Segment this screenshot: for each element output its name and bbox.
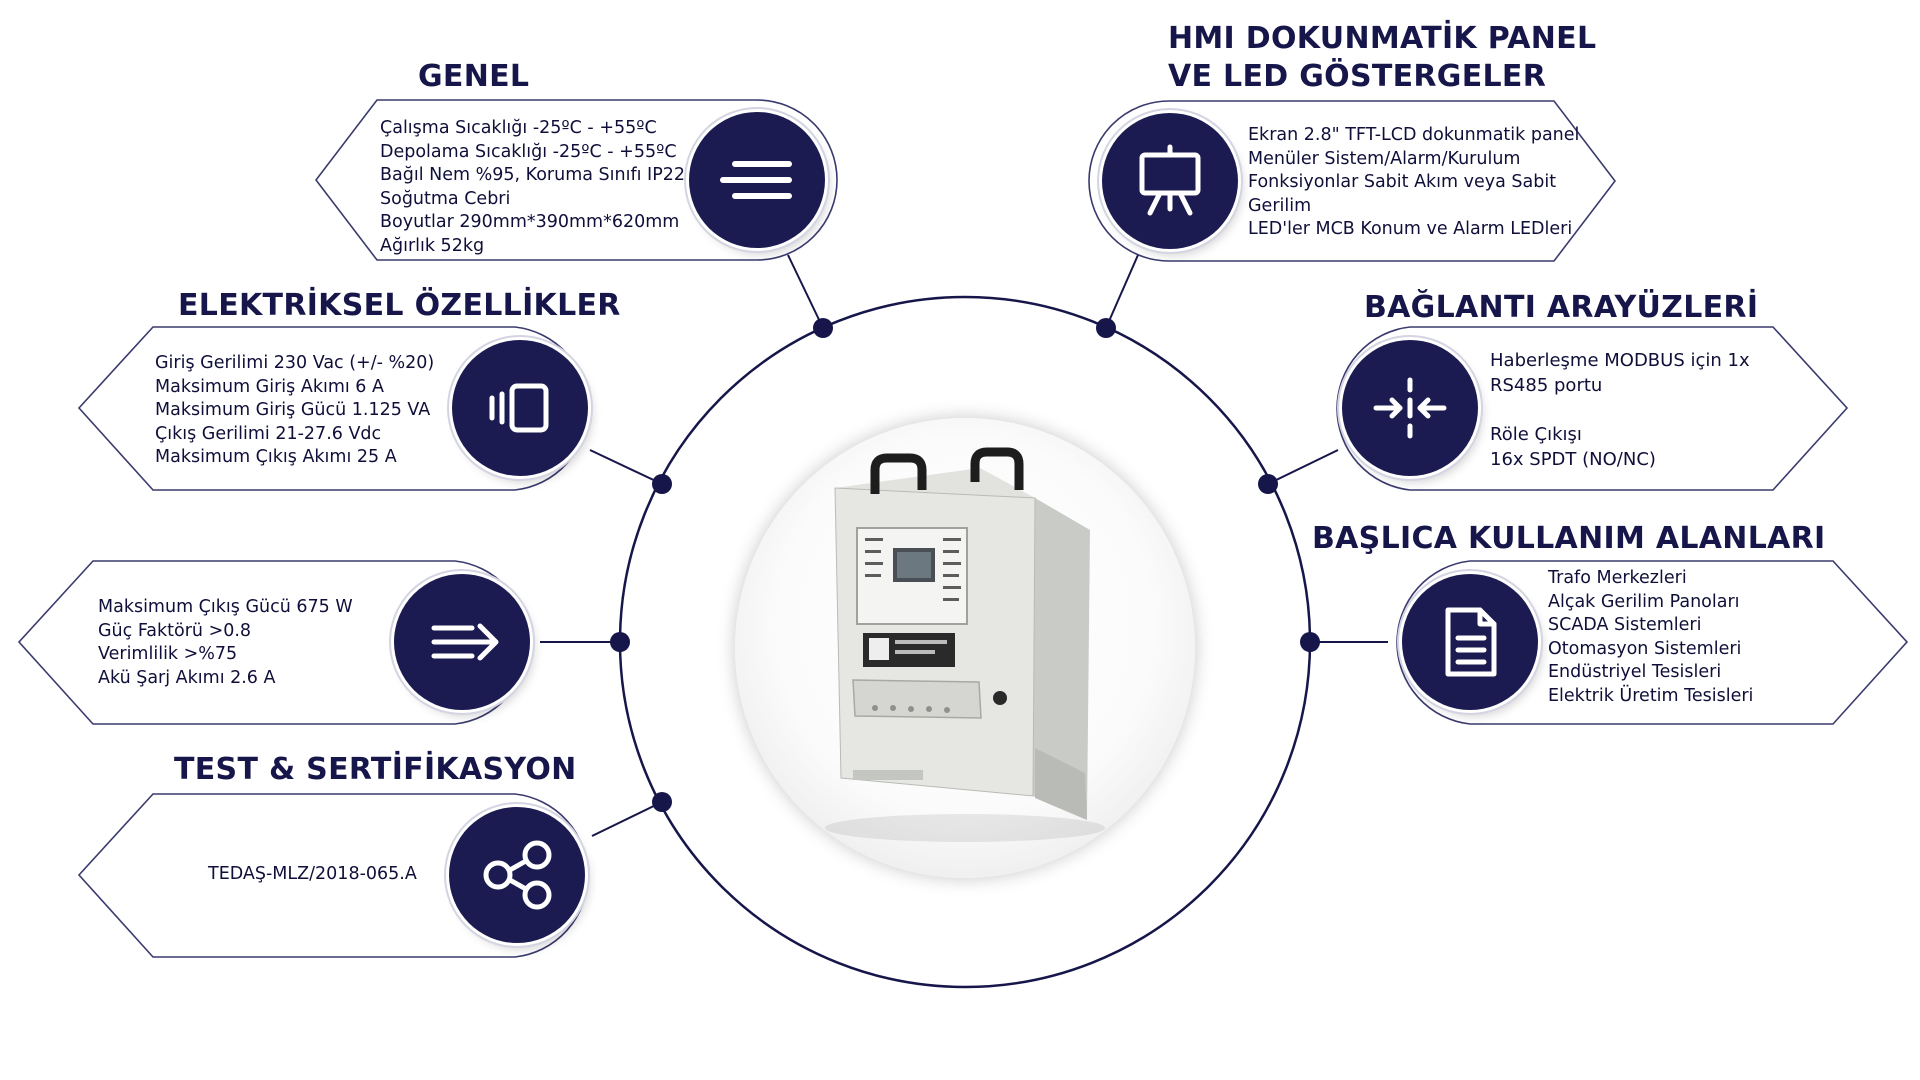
spec-line: Boyutlar 290mm*390mm*620mm bbox=[380, 212, 680, 232]
spec-line: Depolama Sıcaklığı -25ºC - +55ºC bbox=[380, 141, 677, 162]
node-cikis bbox=[610, 632, 630, 652]
badge-hmi bbox=[1102, 113, 1238, 249]
spec-line: Güç Faktörü >0.8 bbox=[98, 620, 252, 641]
spec-line: Elektrik Üretim Tesisleri bbox=[1548, 685, 1754, 706]
test-spec-list: TEDAŞ-MLZ/2018-065.A bbox=[208, 863, 417, 887]
node-elektriksel bbox=[652, 474, 672, 494]
heading-line: VE LED GÖSTERGELER bbox=[1168, 59, 1547, 94]
spec-line: Ekran 2.8" TFT-LCD dokunmatik panel bbox=[1248, 125, 1580, 145]
heading-baglanti: BAĞLANTI ARAYÜZLERİ bbox=[1364, 289, 1758, 327]
spec-line: SCADA Sistemleri bbox=[1548, 615, 1702, 635]
share-nodes-icon bbox=[483, 840, 552, 910]
spec-line: Bağıl Nem %95, Koruma Sınıfı IP22 bbox=[380, 165, 686, 185]
badge-baglanti bbox=[1342, 340, 1478, 476]
spec-line: LED'ler MCB Konum ve Alarm LEDleri bbox=[1248, 219, 1573, 239]
device-vibrate-icon bbox=[489, 383, 549, 433]
badge-test bbox=[449, 807, 585, 943]
node-test bbox=[652, 792, 672, 812]
wire-genel bbox=[787, 254, 824, 329]
heading-line: BAĞLANTI ARAYÜZLERİ bbox=[1364, 290, 1759, 325]
badge-cikis bbox=[394, 574, 530, 710]
spec-line: Maksimum Giriş Akımı 6 A bbox=[155, 376, 384, 397]
node-baglanti bbox=[1258, 474, 1278, 494]
elektriksel-spec-list: Giriş Gerilimi 230 Vac (+/- %20) Maksimu… bbox=[155, 352, 434, 470]
node-hmi bbox=[1096, 318, 1116, 338]
presentation-board-icon bbox=[1139, 144, 1201, 216]
wire-test bbox=[591, 801, 663, 837]
heading-test: TEST & SERTİFİKASYON bbox=[174, 751, 577, 789]
spec-line: Akü Şarj Akımı 2.6 A bbox=[98, 667, 276, 688]
spec-line: Röle Çıkışı bbox=[1490, 424, 1582, 445]
node-genel bbox=[813, 318, 833, 338]
lines-arrow-right-icon bbox=[431, 623, 499, 661]
wire-hmi bbox=[1105, 254, 1139, 329]
badge-genel bbox=[689, 112, 825, 248]
card-test: TEDAŞ-MLZ/2018-065.A bbox=[77, 793, 598, 958]
spec-line-spacer bbox=[1490, 398, 1750, 422]
hmi-spec-list: Ekran 2.8" TFT-LCD dokunmatik panel Menü… bbox=[1248, 124, 1579, 242]
spec-line: Endüstriyel Tesisleri bbox=[1548, 662, 1722, 682]
spec-line: RS485 portu bbox=[1490, 375, 1603, 396]
heading-line: HMI DOKUNMATİK PANEL bbox=[1168, 21, 1597, 56]
spec-line: Alçak Gerilim Panoları bbox=[1548, 591, 1740, 612]
spec-line: Ağırlık 52kg bbox=[380, 235, 485, 256]
spec-line: Çıkış Gerilimi 21-27.6 Vdc bbox=[155, 423, 382, 444]
wire-elektriksel bbox=[589, 449, 663, 485]
spec-line: Çalışma Sıcaklığı -25ºC - +55ºC bbox=[380, 118, 657, 138]
spec-line: Soğutma Cebri bbox=[380, 188, 511, 209]
spec-line: Otomasyon Sistemleri bbox=[1548, 638, 1742, 659]
genel-spec-list: Çalışma Sıcaklığı -25ºC - +55ºC Depolama… bbox=[380, 117, 685, 258]
heading-line: ELEKTRİKSEL ÖZELLİKLER bbox=[178, 288, 621, 323]
spec-line: Menüler Sistem/Alarm/Kurulum bbox=[1248, 148, 1521, 169]
badge-elektriksel bbox=[452, 340, 588, 476]
badge-kullanim bbox=[1402, 574, 1538, 710]
spec-line: Maksimum Çıkış Gücü 675 W bbox=[98, 597, 353, 617]
heading-line: BAŞLICA KULLANIM ALANLARI bbox=[1312, 521, 1826, 556]
spec-line: Gerilim bbox=[1248, 195, 1312, 216]
product-photo bbox=[735, 418, 1195, 878]
wire-baglanti bbox=[1267, 449, 1339, 485]
spec-line: Trafo Merkezleri bbox=[1548, 568, 1687, 588]
card-outline bbox=[77, 326, 589, 491]
spec-line: TEDAŞ-MLZ/2018-065.A bbox=[208, 864, 417, 884]
spec-line: Maksimum Giriş Gücü 1.125 VA bbox=[155, 400, 431, 420]
menu-lines-icon bbox=[720, 161, 792, 199]
document-icon bbox=[1445, 607, 1497, 677]
heading-kullanim: BAŞLICA KULLANIM ALANLARI bbox=[1312, 520, 1826, 558]
spec-line: Haberleşme MODBUS için 1x bbox=[1490, 350, 1750, 371]
card-baglanti: Haberleşme MODBUS için 1x RS485 portu Rö… bbox=[1328, 326, 1849, 491]
kullanim-spec-list: Trafo Merkezleri Alçak Gerilim Panoları … bbox=[1548, 567, 1753, 708]
spec-line: 16x SPDT (NO/NC) bbox=[1490, 449, 1656, 470]
heading-line: TEST & SERTİFİKASYON bbox=[174, 752, 577, 787]
heading-elektriksel: ELEKTRİKSEL ÖZELLİKLER bbox=[178, 287, 621, 325]
card-cikis: Maksimum Çıkış Gücü 675 W Güç Faktörü >0… bbox=[17, 560, 538, 725]
card-kullanim: Trafo Merkezleri Alçak Gerilim Panoları … bbox=[1388, 560, 1909, 725]
spec-line: Fonksiyonlar Sabit Akım veya Sabit bbox=[1248, 172, 1557, 192]
charger-cabinet-image bbox=[825, 447, 1105, 842]
arrows-inward-icon bbox=[1373, 377, 1447, 439]
card-elektriksel: Giriş Gerilimi 230 Vac (+/- %20) Maksimu… bbox=[77, 326, 598, 491]
card-hmi: Ekran 2.8" TFT-LCD dokunmatik panel Menü… bbox=[1088, 100, 1617, 262]
spec-line: Verimlilik >%75 bbox=[98, 644, 238, 664]
baglanti-spec-list: Haberleşme MODBUS için 1x RS485 portu Rö… bbox=[1490, 348, 1750, 472]
card-genel: Çalışma Sıcaklığı -25ºC - +55ºC Depolama… bbox=[314, 99, 838, 261]
cikis-spec-list: Maksimum Çıkış Gücü 675 W Güç Faktörü >0… bbox=[98, 596, 353, 690]
node-kullanim bbox=[1300, 632, 1320, 652]
heading-hmi: HMI DOKUNMATİK PANEL VE LED GÖSTERGELER bbox=[1168, 20, 1596, 96]
heading-line: GENEL bbox=[418, 59, 530, 94]
spec-line: Maksimum Çıkış Akımı 25 A bbox=[155, 447, 397, 467]
heading-genel: GENEL bbox=[418, 58, 529, 96]
spec-line: Giriş Gerilimi 230 Vac (+/- %20) bbox=[155, 353, 435, 373]
